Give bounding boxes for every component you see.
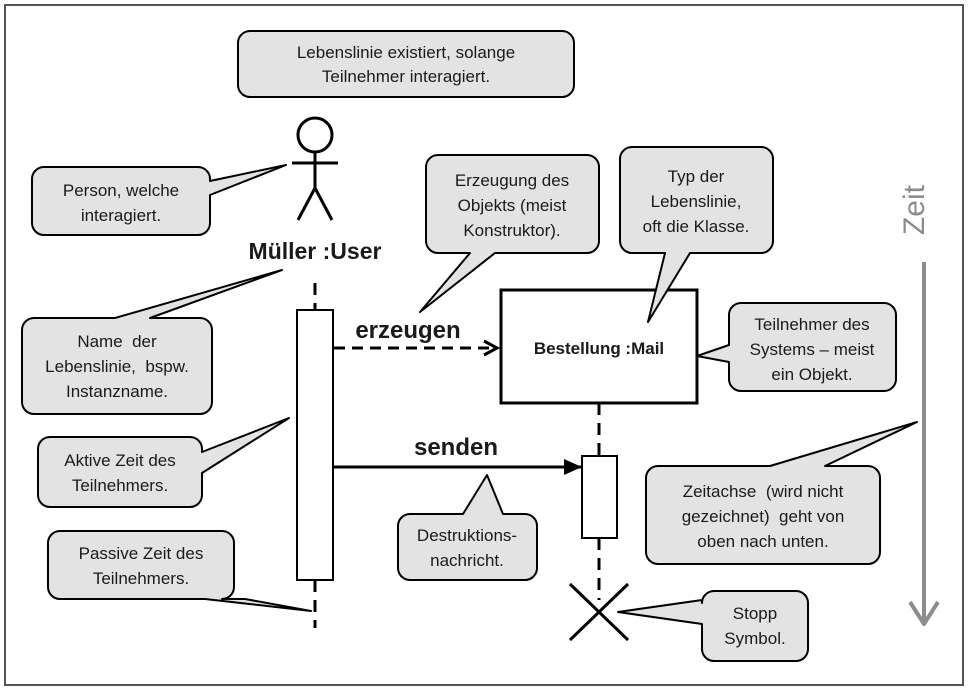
send-message-label: senden: [414, 434, 498, 461]
object-label: Bestellung :Mail: [534, 339, 664, 358]
callout-text: Passive Zeit des: [79, 544, 204, 563]
callout-text: Konstruktor).: [463, 221, 560, 240]
callout-text: Objekts (meist: [458, 196, 567, 215]
callout-text: Erzeugung des: [455, 171, 569, 190]
object-activation-bar: [581, 455, 618, 539]
callout-stop-symbol: Stopp Symbol.: [617, 590, 809, 662]
callout-text: Lebenslinie, bspw.: [45, 357, 189, 376]
create-message-label: erzeugen: [355, 317, 460, 344]
actor-activation-bar: [296, 309, 334, 581]
callout-text: Teilnehmer interagiert.: [322, 67, 490, 86]
time-axis-label: Zeit: [898, 184, 931, 235]
actor-label: Müller :User: [249, 238, 382, 264]
callout-text: interagiert.: [81, 206, 161, 225]
callout-text: nachricht.: [430, 551, 504, 570]
time-axis-arrowhead: [908, 600, 940, 626]
callout-text: Instanzname.: [66, 382, 168, 401]
callout-text: Symbol.: [724, 629, 785, 648]
callout-passive-time: Passive Zeit des Teilnehmers.: [47, 530, 312, 612]
callout-person: Person, welche interagiert.: [31, 164, 287, 236]
callout-active-time: Aktive Zeit des Teilnehmers.: [37, 417, 290, 508]
callout-participant: Teilnehmer des Systems – meist ein Objek…: [696, 302, 897, 392]
callout-text: Person, welche: [63, 181, 179, 200]
callout-text: Teilnehmers.: [72, 476, 168, 495]
callout-text: gezeichnet) geht von: [682, 507, 845, 526]
callout-text: oft die Klasse.: [643, 217, 750, 236]
callout-text: ein Objekt.: [771, 365, 852, 384]
object-box: [499, 288, 699, 405]
stop-x-icon: [568, 582, 630, 642]
callout-text: Aktive Zeit des: [64, 451, 176, 470]
callout-creation: Erzeugung des Objekts (meist Konstruktor…: [419, 154, 600, 313]
callout-text: oben nach unten.: [697, 532, 828, 551]
actor-stick-figure: [292, 116, 338, 221]
callout-lifeline-exists: Lebenslinie existiert, solange Teilnehme…: [237, 30, 575, 98]
callout-text: Lebenslinie existiert, solange: [297, 43, 515, 62]
callout-destruction: Destruktions- nachricht.: [397, 474, 538, 581]
callout-text: Name der: [77, 332, 157, 351]
callout-text: Zeitachse (wird nicht: [683, 482, 844, 501]
callout-lifeline-name: Name der Lebenslinie, bspw. Instanzname.: [21, 269, 283, 415]
callout-text: Typ der: [668, 167, 725, 186]
callout-text: Systems – meist: [750, 340, 875, 359]
callout-text: Stopp: [733, 604, 777, 623]
callout-text: Destruktions-: [417, 526, 517, 545]
callout-text: Teilnehmer des: [754, 315, 869, 334]
callout-text: Lebenslinie,: [651, 192, 742, 211]
callout-time-axis: Zeitachse (wird nicht gezeichnet) geht v…: [645, 421, 918, 565]
callout-lifeline-type: Typ der Lebenslinie, oft die Klasse.: [619, 146, 774, 323]
callout-text: Teilnehmers.: [93, 569, 189, 588]
